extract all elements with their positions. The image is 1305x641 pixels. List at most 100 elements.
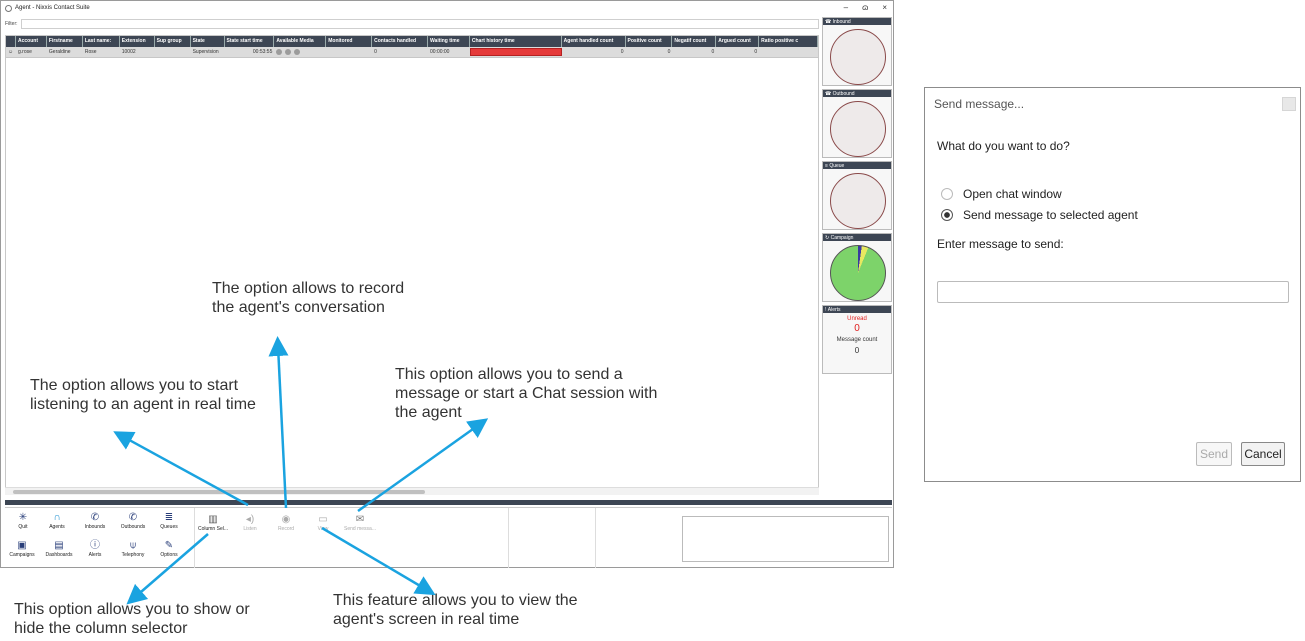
panel-splitter[interactable]: [5, 500, 892, 505]
col-header-waiting[interactable]: Waiting time: [428, 36, 470, 47]
dashboards-label: Dashboards: [45, 552, 73, 558]
col-header-negatif[interactable]: Negatif count: [672, 36, 717, 47]
horizontal-scrollbar[interactable]: [5, 487, 819, 495]
col-header-media[interactable]: Available Media: [274, 36, 327, 47]
alerts-title: Alerts: [827, 306, 841, 313]
cell-supgroup: [155, 47, 191, 57]
telephony-label: Telephony: [121, 552, 145, 558]
options-label: Options: [160, 552, 178, 558]
col-header-contacts[interactable]: Contacts handled: [372, 36, 428, 47]
cell-contacts: 0: [374, 49, 377, 55]
toolbar-info-box: [682, 516, 889, 562]
cancel-button[interactable]: Cancel: [1241, 442, 1285, 466]
agents-button[interactable]: ∩Agents: [43, 512, 71, 530]
cell-ratio: [759, 47, 818, 57]
minimize-button[interactable]: –: [843, 3, 849, 12]
unread-label: Unread: [847, 316, 867, 322]
dialog-question: What do you want to do?: [937, 139, 1070, 153]
columns-icon: ▥: [208, 514, 218, 525]
view-button[interactable]: ▭View: [311, 514, 335, 532]
telephony-icon: ⍦: [130, 540, 136, 551]
stats-pane: ☎ Inbound ☎ Outbound ≡ Queue ↻ Campaign …: [822, 17, 892, 377]
restore-button[interactable]: ɷ: [862, 3, 869, 12]
options-button[interactable]: ✎Options: [155, 540, 183, 558]
inbounds-button[interactable]: ✆Inbounds: [79, 512, 111, 530]
record-annotation: The option allows to record the agent's …: [212, 280, 405, 316]
alerts-card: ! Alerts Unread 0 Message count 0: [822, 305, 892, 374]
dialog-close-button[interactable]: [1282, 97, 1296, 111]
campaign-icon: ↻: [825, 234, 831, 241]
queue-pie: [830, 173, 886, 229]
scrollbar-thumb[interactable]: [13, 490, 425, 494]
send-annotation: This option allows you to send a message…: [395, 366, 658, 421]
send-message-option-label: Send message to selected agent: [963, 208, 1138, 222]
agents-label: Agents: [49, 524, 65, 530]
queues-button[interactable]: ≣Queues: [155, 512, 183, 530]
col-header-state-start[interactable]: State start time: [225, 36, 275, 47]
open-chat-option[interactable]: Open chat window: [941, 187, 1062, 201]
outbounds-button[interactable]: ✆Outbounds: [115, 512, 151, 530]
radio-selected-icon[interactable]: [941, 209, 953, 221]
col-header-account[interactable]: Account: [16, 36, 47, 47]
inbound-pie: [830, 29, 886, 85]
cell-account: g.rose: [17, 49, 32, 55]
send-message-option[interactable]: Send message to selected agent: [941, 208, 1138, 222]
col-header-argued[interactable]: Argued count: [716, 36, 760, 47]
queues-label: Queues: [160, 524, 178, 530]
inbounds-label: Inbounds: [84, 524, 106, 530]
inbound-phone-icon: ✆: [90, 512, 100, 523]
filter-label: Filter:: [5, 20, 18, 27]
send-message-button[interactable]: ✉Send messa...: [341, 514, 379, 532]
outbound-card: ☎ Outbound: [822, 89, 892, 158]
campaign-pie: [830, 245, 886, 301]
dialog-title: Send message...: [934, 97, 1025, 111]
alert-icon: ⓘ: [90, 540, 100, 551]
campaigns-button[interactable]: ▣Campaigns: [5, 540, 39, 558]
headset-icon: ∩: [53, 512, 61, 523]
listen-annotation: The option allows you to start listening…: [30, 377, 256, 413]
telephony-button[interactable]: ⍦Telephony: [115, 540, 151, 558]
queue-title: Queue: [829, 162, 845, 169]
view-annotation: This feature allows you to view the agen…: [333, 592, 578, 628]
column-selector-button[interactable]: ▥Column Sel...: [195, 514, 231, 532]
window-title: Agent - Nixxis Contact Suite: [15, 5, 90, 11]
cell-monitored: [326, 47, 372, 57]
radio-unselected-icon[interactable]: [941, 188, 953, 200]
inbound-title: Inbound: [832, 18, 851, 25]
message-input[interactable]: [937, 281, 1289, 303]
col-header-ratio[interactable]: Ratio positive c: [759, 36, 818, 47]
record-button[interactable]: ◉Record: [273, 514, 299, 532]
inbound-icon: ☎: [825, 18, 833, 25]
col-header-lastname[interactable]: Last name:: [83, 36, 120, 47]
campaign-icon: ▣: [17, 540, 27, 551]
col-header-chart[interactable]: Chart history time: [470, 36, 562, 47]
col-header-state[interactable]: State: [191, 36, 225, 47]
close-button[interactable]: ×: [882, 3, 887, 12]
col-header-agent-handled[interactable]: Agent handled count: [562, 36, 626, 47]
col-header-supgroup[interactable]: Sup group: [155, 36, 191, 47]
toolbar-separator: [595, 508, 596, 568]
send-button[interactable]: Send: [1196, 442, 1232, 466]
col-header-positive[interactable]: Positive count: [626, 36, 673, 47]
outbound-icon: ☎: [825, 90, 833, 97]
agent-window: Agent - Nixxis Contact Suite – ɷ × Filte…: [0, 0, 894, 568]
col-header-icon[interactable]: [6, 36, 16, 47]
quit-button[interactable]: ✳Quit: [9, 512, 37, 530]
alerts-label: Alerts: [88, 552, 102, 558]
filter-input[interactable]: [20, 18, 819, 29]
filter-row: Filter:: [5, 18, 819, 29]
listen-button[interactable]: ◂)Listen: [237, 514, 263, 532]
col-header-firstname[interactable]: Firstname: [47, 36, 83, 47]
queue-icon: ≡: [825, 162, 830, 169]
speaker-icon: ◂): [245, 514, 255, 525]
cell-waiting: 00:00:00: [430, 49, 450, 55]
col-header-monitored[interactable]: Monitored: [326, 36, 373, 47]
table-row[interactable]: ☺ g.rose Geraldine Rose 10002 Supervisio…: [6, 47, 818, 58]
col-header-extension[interactable]: Extension: [120, 36, 155, 47]
dashboards-button[interactable]: ▤Dashboards: [41, 540, 77, 558]
cell-chart: [469, 47, 562, 57]
outbounds-label: Outbounds: [120, 524, 146, 530]
wrench-icon: ✎: [164, 540, 174, 551]
mailbox-icon: ✉: [355, 514, 365, 525]
